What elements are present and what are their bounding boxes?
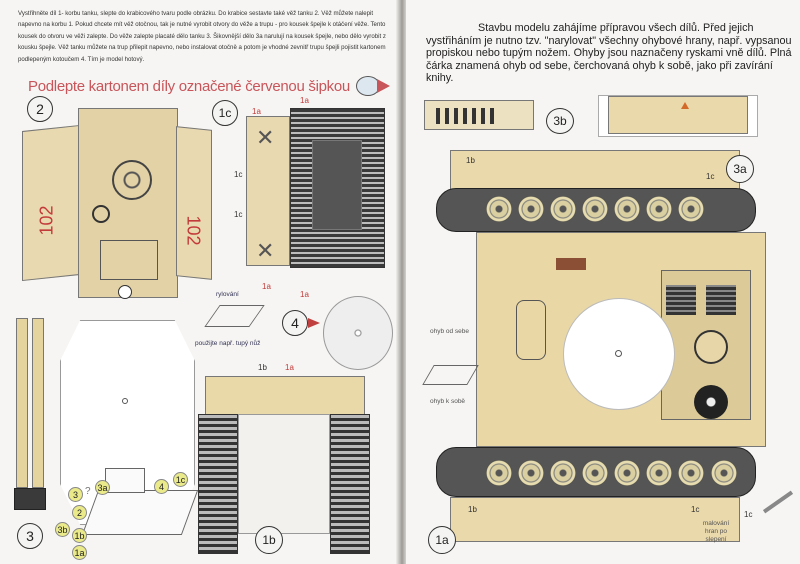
center-mark — [615, 350, 622, 357]
turret-circle — [118, 285, 132, 299]
road-wheel — [582, 460, 608, 486]
road-wheel — [646, 196, 672, 222]
engine-grille — [666, 285, 696, 315]
turret-side-right — [176, 126, 212, 280]
road-wheel — [486, 460, 512, 486]
part-number-3a: 3a — [726, 155, 754, 183]
left-page: Vystřihněte díl 1- korbu tanku, slepte d… — [0, 0, 398, 564]
flap-label: 1b — [258, 363, 267, 372]
barrel-part — [32, 318, 44, 488]
flap-label: 1c — [691, 505, 700, 514]
part-3a-body — [608, 96, 748, 134]
part-number-3: 3 — [17, 523, 43, 549]
part-number-1b: 1b — [255, 526, 283, 554]
part-number-4: 4 — [282, 310, 308, 336]
flap-label: 1a — [262, 282, 271, 291]
flap-label: 1b — [466, 156, 475, 165]
assembly-label: 1b — [72, 528, 87, 543]
hull-side-panel — [246, 116, 290, 266]
road-wheel — [614, 196, 640, 222]
engine-grille — [706, 285, 736, 315]
turret-hatch — [112, 160, 152, 200]
center-mark — [122, 398, 128, 404]
road-wheel — [614, 460, 640, 486]
disk-part-4 — [323, 296, 393, 370]
scoring-label: rylování — [216, 291, 239, 298]
part-number-1a: 1a — [428, 526, 456, 554]
red-arrow-icon — [681, 102, 689, 109]
assembly-sketch — [81, 490, 199, 535]
assembly-label: ? — [85, 486, 91, 497]
road-wheel — [486, 196, 512, 222]
instructions-text: Vystřihněte díl 1- korbu tanku, slepte d… — [18, 10, 386, 63]
road-wheel — [550, 196, 576, 222]
road-wheel — [518, 460, 544, 486]
road-wheel — [550, 460, 576, 486]
hull-top-flap — [450, 150, 740, 190]
hull-hatch — [516, 300, 546, 360]
engine-fan — [694, 330, 728, 364]
intro-text: Stavbu modelu zahájíme přípravou všech d… — [426, 22, 792, 85]
turret-top — [78, 108, 178, 298]
assembly-label: 2 — [72, 505, 87, 520]
hull-part-1b — [205, 376, 365, 416]
flap-label: 1c — [234, 210, 243, 219]
turret-mantlet — [100, 240, 158, 280]
reinforce-heading-row: Podlepte kartonem díly označené červenou… — [28, 76, 390, 96]
flap-label: 1c — [234, 170, 243, 179]
road-wheel — [646, 460, 672, 486]
turret-number-right: 102 — [183, 215, 204, 246]
flap-label: 1a — [300, 290, 309, 299]
barrel-part — [16, 318, 28, 488]
track-right — [330, 414, 370, 554]
turret-periscope — [92, 205, 110, 223]
road-wheel — [711, 460, 737, 486]
flap-label: 1a — [252, 107, 261, 116]
hull-underside — [238, 414, 330, 534]
brush-icon — [762, 490, 794, 514]
engine-fan — [694, 385, 728, 419]
part-number-1c: 1c — [212, 100, 238, 126]
assembly-label: 3 — [68, 487, 83, 502]
assembly-label: 3b — [55, 522, 70, 537]
tool-rack — [556, 258, 586, 270]
turret-number-left: 102 — [36, 205, 57, 236]
fold-toward-label: ohyb k sobě — [430, 398, 466, 405]
assembly-label: 4 — [154, 479, 169, 494]
assembly-turret — [105, 468, 145, 493]
turret-side-left — [22, 124, 80, 282]
flap-label: 1a — [285, 363, 294, 372]
part-number-3b: 3b — [546, 108, 574, 134]
assembly-label: 1c — [173, 472, 188, 487]
flap-label: 1a — [300, 96, 309, 105]
scoring-hint: použijte např. tupý nůž — [195, 340, 261, 347]
hull-bottom-flap — [450, 497, 740, 542]
assembly-label: 1a — [72, 545, 87, 560]
barrel-base — [14, 488, 46, 510]
road-wheel — [678, 460, 704, 486]
part-number-2: 2 — [27, 96, 53, 122]
cross-mark-icon: ✕ — [256, 238, 275, 263]
edge-note: malování hran po slepení — [702, 520, 730, 543]
flap-label: 1c — [706, 172, 715, 181]
road-wheel — [582, 196, 608, 222]
hull-rear — [312, 140, 362, 230]
fold-diagram — [422, 365, 479, 385]
cross-mark-icon: ✕ — [256, 125, 275, 150]
road-wheel — [518, 196, 544, 222]
fold-away-label: ohyb od sebe — [430, 328, 470, 335]
flap-label: 1c — [744, 510, 753, 519]
part-3b-details — [436, 108, 496, 124]
assembly-label: 3a — [95, 480, 110, 495]
book-gutter — [396, 0, 408, 564]
road-wheel — [678, 196, 704, 222]
scoring-diagram — [204, 305, 265, 327]
red-arrow-icon — [308, 318, 320, 328]
red-arrow-icon-tip — [376, 79, 390, 93]
flap-label: 1b — [468, 505, 477, 514]
track-left — [198, 414, 238, 554]
reinforce-heading: Podlepte kartonem díly označené červenou… — [28, 77, 350, 95]
right-page: Stavbu modelu zahájíme přípravou všech d… — [406, 0, 800, 564]
